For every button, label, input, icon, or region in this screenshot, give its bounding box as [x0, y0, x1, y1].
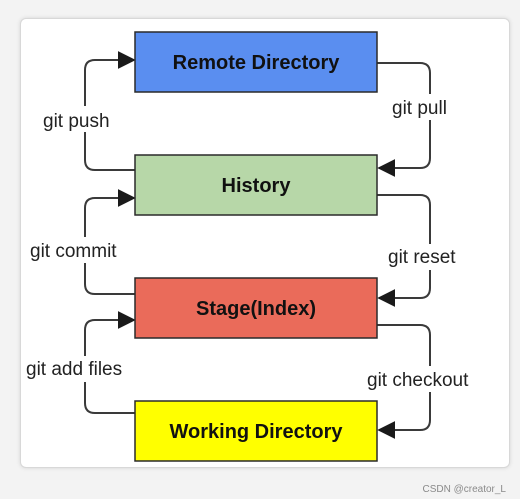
history-node: History [134, 154, 378, 216]
stage-label: Stage(Index) [196, 298, 316, 320]
checkout-label: git checkout [367, 370, 469, 391]
working-box [134, 400, 378, 462]
add-label: git add files [26, 359, 122, 380]
pull-label: git pull [392, 98, 447, 119]
history-box [134, 154, 378, 216]
edge-labels: git push git pull git commit git reset g… [22, 94, 494, 392]
push-label: git push [43, 111, 110, 132]
watermark: CSDN @creator_L [422, 484, 506, 495]
remote-label: Remote Directory [173, 52, 341, 74]
reset-label: git reset [388, 247, 456, 268]
remote-node: Remote Directory [134, 31, 378, 93]
stage-box [134, 277, 378, 339]
history-label: History [222, 175, 292, 197]
stage-node: Stage(Index) [134, 277, 378, 339]
working-node: Working Directory [134, 400, 378, 462]
commit-label: git commit [30, 241, 117, 262]
working-label: Working Directory [170, 421, 344, 443]
remote-box [134, 31, 378, 93]
